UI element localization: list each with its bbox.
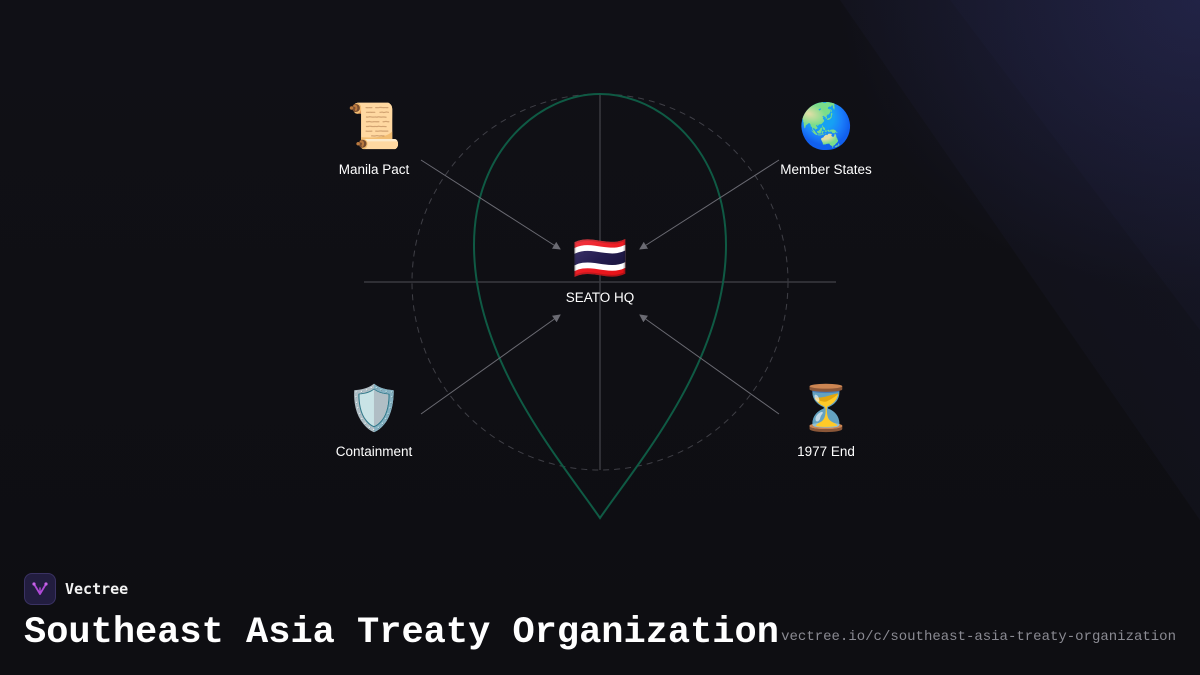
brand[interactable]: Vectree (24, 573, 1176, 605)
node-containment: 🛡️ Containment (294, 382, 454, 459)
vectree-logo-icon (24, 573, 56, 605)
diagram-lines (364, 92, 836, 520)
node-label: Containment (335, 444, 413, 459)
center-node: 🇹🇭 SEATO HQ (520, 232, 680, 305)
footer: Vectree Southeast Asia Treaty Organizati… (24, 573, 1176, 655)
node-label: 1977 End (797, 444, 855, 459)
arrow-containment (420, 314, 561, 415)
diagram: 🇹🇭 SEATO HQ 📜 Manila Pact 🌏 Member State… (294, 92, 906, 520)
scroll-icon: 📜 (346, 101, 402, 152)
center-node-label: SEATO HQ (565, 290, 635, 305)
node-manila-pact: 📜 Manila Pact (294, 100, 454, 177)
thailand-flag-icon: 🇹🇭 (572, 233, 628, 284)
title-row: Southeast Asia Treaty Organization vectr… (24, 611, 1176, 655)
arrow-manila-pact (420, 159, 561, 250)
arrow-member-states (639, 159, 780, 250)
map-pin-outline (472, 92, 728, 520)
brand-name: Vectree (65, 580, 129, 598)
node-1977-end: ⏳ 1977 End (746, 382, 906, 459)
node-label: Member States (780, 162, 872, 177)
arrow-1977-end (639, 314, 780, 415)
hourglass-icon: ⏳ (798, 383, 854, 434)
shield-icon: 🛡️ (346, 383, 402, 434)
globe-icon: 🌏 (798, 101, 854, 152)
node-member-states: 🌏 Member States (746, 100, 906, 177)
page-title: Southeast Asia Treaty Organization (24, 612, 779, 654)
page-url[interactable]: vectree.io/c/southeast-asia-treaty-organ… (781, 629, 1176, 645)
node-label: Manila Pact (338, 162, 410, 177)
